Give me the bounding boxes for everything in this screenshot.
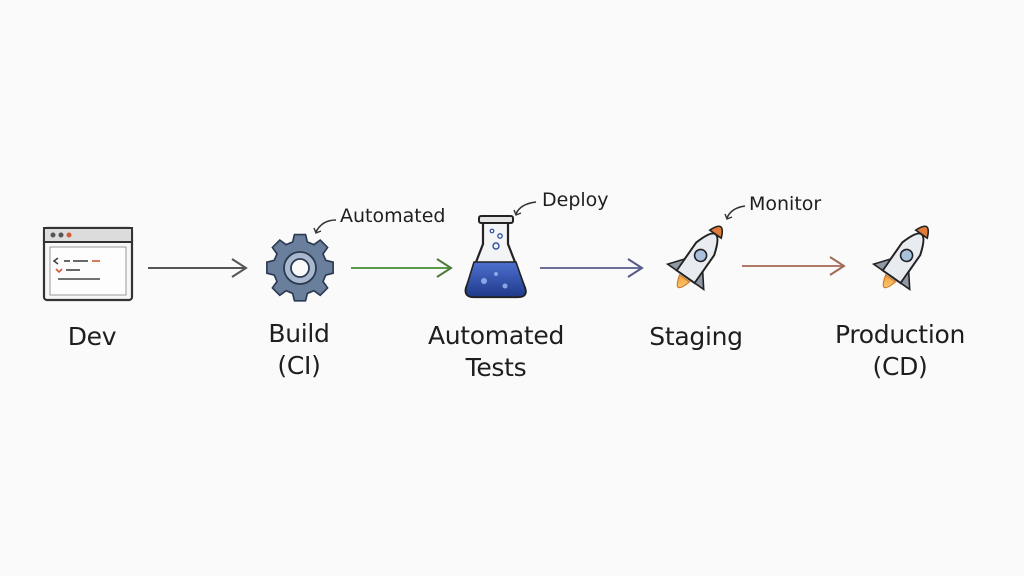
stage-label-build: Build (CI) bbox=[268, 318, 330, 382]
automated-pointer bbox=[315, 219, 337, 233]
code-window-icon bbox=[42, 226, 134, 302]
stage-label-staging: Staging bbox=[649, 321, 743, 353]
annotation-automated: Automated bbox=[340, 205, 446, 227]
stage-label-dev: Dev bbox=[68, 321, 117, 353]
stage-label-tests: Automated Tests bbox=[428, 320, 564, 384]
gear-icon bbox=[266, 233, 334, 302]
stage-label-line: Build bbox=[268, 319, 330, 348]
stage-label-line: (CI) bbox=[277, 351, 321, 380]
stage-label-production: Production (CD) bbox=[835, 319, 965, 383]
stage-label-line: Production bbox=[834, 320, 966, 349]
stage-label-line: Staging bbox=[649, 322, 743, 351]
flask-icon bbox=[464, 215, 527, 299]
arrow-build-to-tests bbox=[351, 258, 453, 278]
arrow-staging-to-production bbox=[742, 256, 846, 276]
arrow-dev-to-build bbox=[148, 258, 248, 278]
stage-label-line: (CD) bbox=[872, 352, 928, 381]
arrow-tests-to-staging bbox=[540, 258, 644, 278]
rocket-icon-production bbox=[871, 225, 930, 291]
stage-label-line: Dev bbox=[67, 322, 117, 351]
stage-label-line: Automated bbox=[427, 321, 565, 350]
rocket-icon-staging bbox=[665, 225, 724, 291]
annotation-deploy: Deploy bbox=[542, 189, 609, 211]
deploy-pointer bbox=[515, 201, 537, 215]
annotation-monitor: Monitor bbox=[749, 193, 822, 215]
stage-label-line: Tests bbox=[465, 353, 527, 382]
monitor-pointer bbox=[726, 205, 746, 219]
